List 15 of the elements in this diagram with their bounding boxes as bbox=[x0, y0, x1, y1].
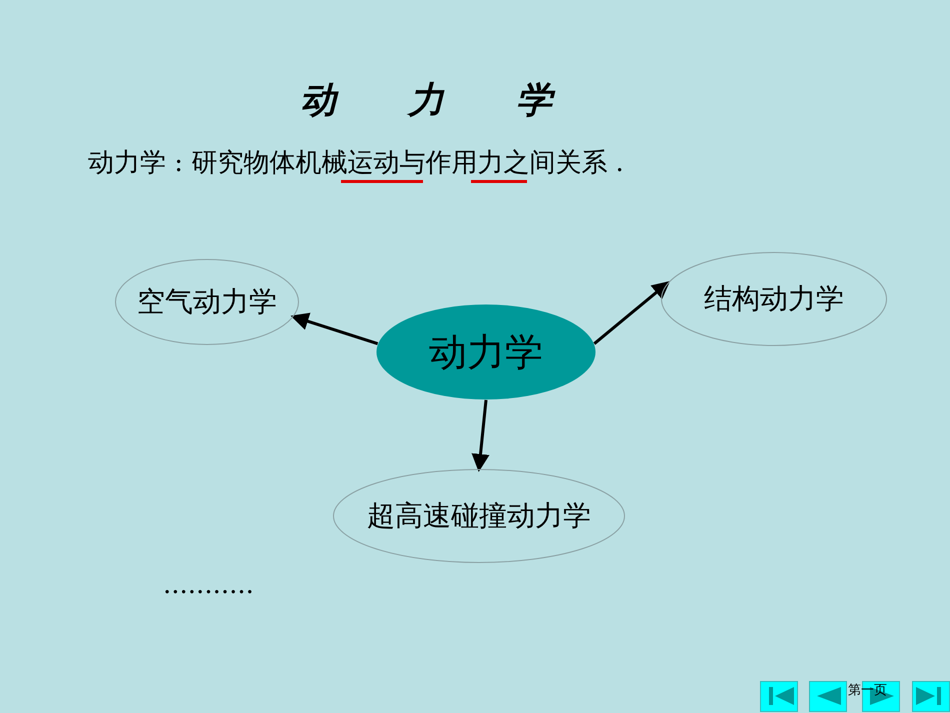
branch-ellipse bbox=[661, 252, 887, 346]
branch-ellipse bbox=[115, 259, 299, 345]
arrow bbox=[593, 281, 670, 345]
node-label: 超高速碰撞动力学 bbox=[367, 498, 591, 534]
page-number: 第一页 bbox=[848, 682, 887, 699]
node-label: 空气动力学 bbox=[137, 284, 277, 320]
branch-ellipse bbox=[333, 469, 625, 563]
arrow bbox=[290, 312, 378, 346]
arrow bbox=[472, 400, 490, 472]
subtitle-text: 动力学 : 研究物体机械运动与作用力之间关系 . bbox=[88, 147, 624, 180]
title: 动力学 bbox=[300, 79, 624, 123]
topic-ellipse bbox=[376, 304, 596, 400]
node-label: 结构动力学 bbox=[704, 281, 844, 317]
node-label: 动力学 bbox=[429, 328, 543, 376]
ellipsis-text: ........... bbox=[163, 570, 254, 600]
